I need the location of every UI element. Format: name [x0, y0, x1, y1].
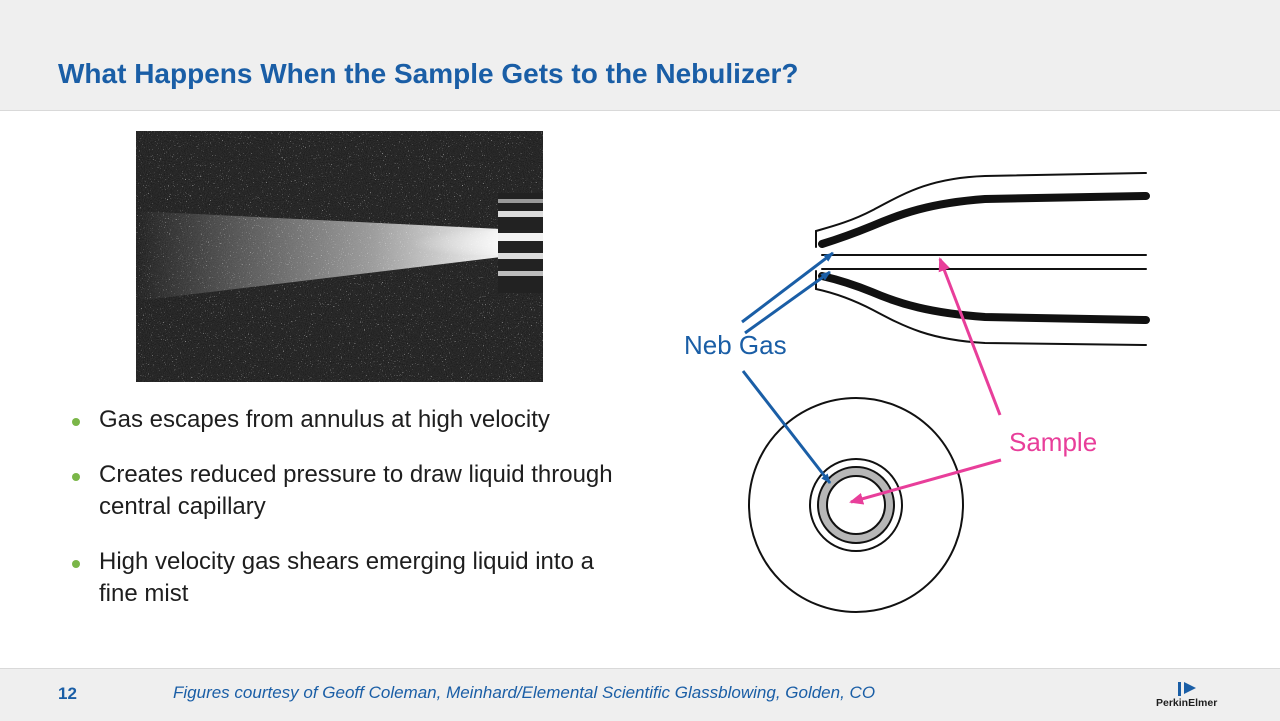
page-number: 12 [58, 684, 77, 703]
bullet-dot-icon [72, 418, 80, 426]
bullet-dot-icon [72, 473, 80, 481]
bullet-text: Creates reduced pressure to draw liquid … [99, 461, 613, 520]
slide-footer [0, 668, 1280, 721]
bullet-text: Gas escapes from annulus at high velocit… [99, 406, 550, 433]
bullet-item: High velocity gas shears emerging liquid… [70, 546, 630, 610]
perkinelmer-logo: PerkinElmer [1156, 682, 1217, 709]
nebulizer-diagram [741, 172, 1150, 613]
sample-label: Sample [1009, 427, 1098, 457]
bullet-list: Gas escapes from annulus at high velocit… [70, 404, 630, 633]
nebulizer-spray-photo [136, 131, 543, 382]
bullet-item: Creates reduced pressure to draw liquid … [70, 459, 630, 523]
sample-arrows [849, 257, 1002, 505]
neb-gas-label: Neb Gas [684, 330, 787, 360]
logo-wordmark: PerkinElmer [1156, 697, 1217, 709]
slide-title: What Happens When the Sample Gets to the… [58, 58, 799, 89]
bullet-text: High velocity gas shears emerging liquid… [99, 548, 594, 607]
bullet-dot-icon [72, 560, 80, 568]
figure-credit: Figures courtesy of Geoff Coleman, Meinh… [173, 683, 876, 702]
neb-gas-arrows [741, 251, 834, 484]
slide-header [0, 0, 1280, 111]
nebulizer-side-view [815, 172, 1150, 346]
bullet-item: Gas escapes from annulus at high velocit… [70, 404, 630, 436]
nebulizer-end-view [748, 397, 964, 613]
